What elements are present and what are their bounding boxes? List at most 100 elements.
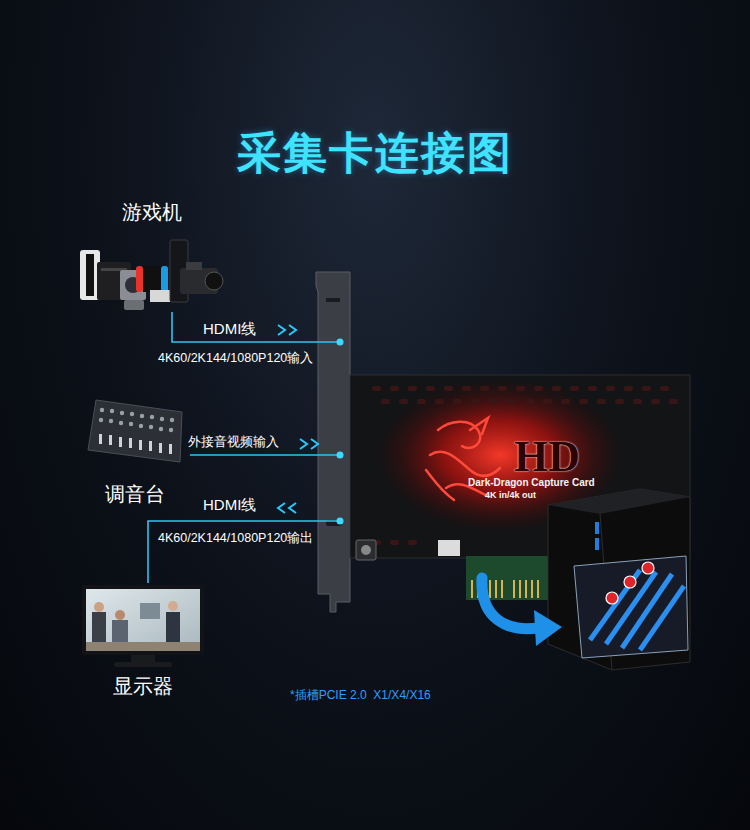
hdmi-connector bbox=[172, 312, 340, 342]
computer-case-picture-part bbox=[595, 522, 599, 534]
monitor-picture-part bbox=[115, 610, 125, 620]
capture-card-picture-part-part bbox=[531, 580, 533, 598]
hdmi-connector bbox=[190, 454, 340, 456]
mixer-picture-part-part bbox=[160, 417, 164, 421]
capture-card-picture-part-part bbox=[471, 580, 473, 598]
monitor-picture-part bbox=[131, 655, 155, 662]
mixer-picture-part-part bbox=[139, 440, 142, 450]
capture-card-picture-part bbox=[316, 272, 350, 612]
capture-card-picture-part-part bbox=[543, 399, 552, 404]
input-spec: 4K60/2K144/1080P120输入 bbox=[158, 351, 313, 367]
mixer-picture-part-part bbox=[150, 415, 154, 419]
computer-case-picture-part-part bbox=[640, 586, 684, 650]
computer-case-picture-part bbox=[548, 489, 690, 514]
mixer-picture-part-part bbox=[140, 414, 144, 418]
direction-chevrons-part bbox=[300, 439, 307, 449]
monitor-picture-part bbox=[94, 602, 104, 612]
node-text: HD bbox=[514, 434, 580, 480]
node-text: 4K in/4k out bbox=[485, 490, 536, 501]
capture-card-picture-part-part bbox=[462, 386, 471, 391]
node-text: 显示器 bbox=[72, 674, 214, 698]
install-arrow-part bbox=[482, 578, 538, 629]
mixer-picture-part-part bbox=[129, 438, 132, 448]
computer-case-picture-part bbox=[606, 562, 654, 604]
capture-card-picture-part bbox=[361, 545, 371, 555]
computer-case-picture bbox=[548, 489, 690, 670]
capture-card-picture-part-part bbox=[372, 386, 381, 391]
capture-card-picture-part-part bbox=[471, 399, 480, 404]
mixer-picture-part-part bbox=[170, 418, 174, 422]
computer-case-picture-part bbox=[595, 538, 599, 550]
mixer-picture-part-part bbox=[139, 424, 143, 428]
mixer-picture-part-part bbox=[119, 421, 123, 425]
capture-card-picture-part-part bbox=[381, 399, 390, 404]
capture-card-picture-part-part bbox=[642, 386, 651, 391]
capture-card-picture-part-part bbox=[480, 386, 489, 391]
capture-card-picture-part-part bbox=[579, 399, 588, 404]
direction-chevrons-part bbox=[278, 325, 285, 335]
capture-card-picture-part-part bbox=[435, 399, 444, 404]
mixer-picture-part-part bbox=[149, 425, 153, 429]
mixer-picture-part-part bbox=[99, 418, 103, 422]
capture-card-picture-part-part bbox=[470, 418, 488, 434]
node-text: 游戏机 bbox=[72, 200, 232, 224]
game-console-picture-part bbox=[136, 266, 143, 292]
direction-chevrons-part bbox=[278, 503, 285, 513]
game-console-picture-part bbox=[161, 266, 168, 292]
monitor-picture-part bbox=[114, 662, 172, 667]
capture-card-picture-part-part bbox=[390, 540, 399, 545]
mixer-picture-part-part bbox=[129, 422, 133, 426]
monitor-picture-part bbox=[92, 612, 106, 642]
computer-case-picture-part-part bbox=[606, 592, 618, 604]
capture-card-picture-part-part bbox=[660, 386, 669, 391]
capture-card-picture-part-part bbox=[552, 386, 561, 391]
capture-card-picture-part-part bbox=[417, 399, 426, 404]
mixer-picture-part-part bbox=[169, 428, 173, 432]
mixer-picture-part-part bbox=[119, 437, 122, 447]
monitor-picture-part bbox=[86, 589, 200, 651]
monitor-picture-part bbox=[86, 642, 200, 651]
capture-card-node: HDDark-Dragon Capture Card4K in/4k out bbox=[340, 268, 690, 603]
game-console-picture-part bbox=[143, 266, 161, 292]
monitor-picture-part bbox=[140, 603, 160, 619]
capture-card-picture-part-part bbox=[408, 386, 417, 391]
capture-card-picture-part-part bbox=[651, 399, 660, 404]
edge-label: 外接音视频输入 bbox=[188, 434, 279, 450]
mixer-picture-part-part bbox=[109, 419, 113, 423]
mixer-picture bbox=[88, 400, 182, 462]
capture-card-picture-part-part bbox=[453, 399, 462, 404]
monitor-picture-part bbox=[112, 620, 128, 642]
direction-chevrons-part bbox=[289, 503, 296, 513]
direction-chevrons-part bbox=[311, 439, 318, 449]
capture-card-picture-part bbox=[438, 540, 460, 556]
install-arrow-part bbox=[534, 610, 562, 646]
mixer-node: 调音台 bbox=[80, 398, 190, 508]
computer-case-picture-part-part bbox=[624, 576, 636, 588]
capture-card-picture-part-part bbox=[534, 386, 543, 391]
computer-case-picture-part bbox=[574, 556, 688, 658]
capture-card-picture-part-part bbox=[430, 452, 500, 476]
monitor-picture-part bbox=[168, 601, 178, 611]
game-console-picture-part bbox=[186, 262, 202, 270]
mixer-picture-part-part bbox=[99, 434, 102, 444]
mixer-picture-part-part bbox=[149, 441, 152, 451]
computer-case-picture-part-part bbox=[642, 562, 654, 574]
mixer-picture-part-part bbox=[120, 411, 124, 415]
game-console-picture-part bbox=[124, 300, 144, 310]
capture-card-picture-part-part bbox=[498, 386, 507, 391]
capture-card-picture-part-part bbox=[633, 399, 642, 404]
game-console-picture-part bbox=[205, 272, 223, 290]
capture-card-picture-part-part bbox=[399, 399, 408, 404]
capture-card-picture-part-part bbox=[570, 386, 579, 391]
capture-card-picture-part-part bbox=[606, 386, 615, 391]
capture-card-picture-part-part bbox=[513, 580, 515, 598]
capture-card-picture-part-part bbox=[501, 580, 503, 598]
capture-card-picture-part-part bbox=[519, 580, 521, 598]
game-console-picture bbox=[80, 240, 223, 310]
computer-case-picture-part bbox=[590, 570, 684, 650]
capture-card-picture-part-part bbox=[426, 386, 435, 391]
capture-card-picture-part-part bbox=[426, 470, 454, 500]
capture-card-picture-part-part bbox=[537, 580, 539, 598]
computer-case-picture-part bbox=[548, 489, 690, 670]
